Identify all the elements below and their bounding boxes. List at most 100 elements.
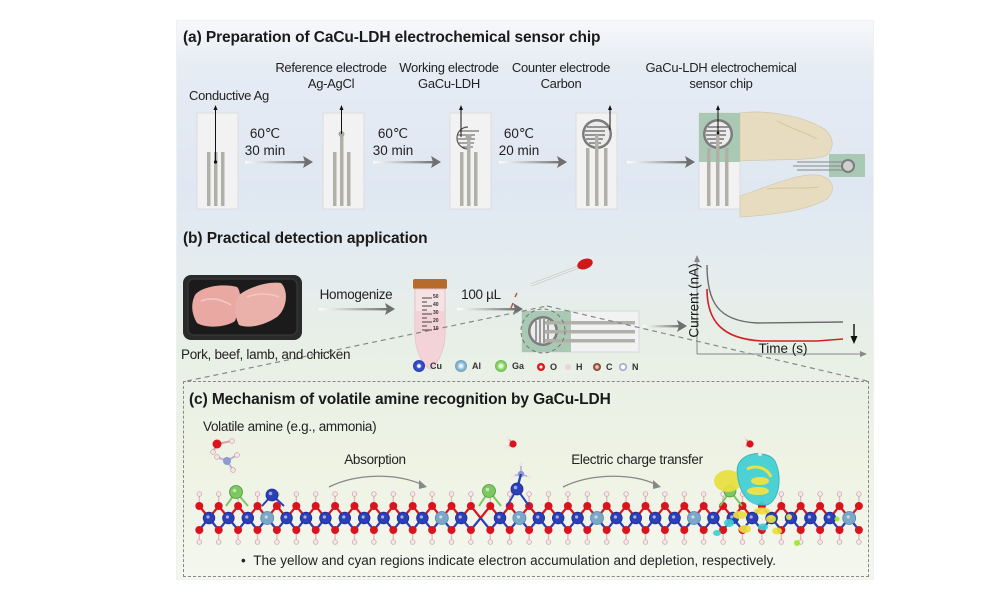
absorption-arrow [328, 475, 424, 488]
o-atom [466, 526, 475, 534]
chip-step-2 [322, 105, 365, 210]
water-molecule [505, 436, 517, 449]
arrow-step-4 [627, 156, 695, 168]
h-atom [468, 539, 474, 545]
label-line: Conductive Ag [189, 88, 269, 103]
absorption-arrowhead [419, 480, 427, 489]
legend-label: N [632, 362, 639, 372]
o-atom [428, 502, 437, 510]
atom-highlight [497, 515, 501, 519]
cu-atom-icon [413, 360, 425, 372]
arrow-step-2 [373, 156, 441, 168]
h-atom [856, 539, 862, 545]
o-atom-icon [537, 363, 545, 371]
atom-highlight [730, 515, 734, 519]
o-atom [214, 502, 223, 510]
tube-mark: 20 [433, 318, 439, 324]
legend-al: Al [455, 360, 481, 372]
label-conductive-ag: Conductive Ag [179, 88, 279, 104]
ga-atom-icon [495, 360, 507, 372]
o-atom [447, 502, 456, 510]
figure-panel: (a) Preparation of CaCu-LDH electrochemi… [176, 20, 874, 580]
step-2-condition: 60℃ 30 min [363, 125, 423, 159]
atom-highlight [594, 515, 598, 519]
h-atom [798, 491, 804, 497]
h-atom [817, 491, 823, 497]
o-atom [505, 526, 514, 534]
o-atom [777, 502, 786, 510]
legend-label: C [606, 362, 613, 372]
plot-xlabel: Time (s) [758, 341, 808, 356]
o-atom [234, 502, 243, 510]
o-atom [234, 526, 243, 534]
o-atom [311, 526, 320, 534]
volume-label: 100 µL [461, 287, 501, 302]
chip-step-4 [575, 105, 618, 210]
tube-mark: 50 [433, 294, 439, 300]
h-atom [332, 491, 338, 497]
decrease-arrowhead [850, 336, 858, 344]
h-atom [604, 539, 610, 545]
o-atom [719, 526, 728, 534]
h-atom [274, 539, 280, 545]
plot-series-before [706, 264, 844, 324]
h-atom [254, 491, 261, 497]
ammonia-molecule-adsorbed [511, 462, 531, 490]
atom-highlight [361, 515, 365, 519]
o-atom [195, 526, 204, 534]
o-atom [447, 526, 456, 534]
chip-step-1 [196, 105, 239, 210]
h-atom [681, 539, 687, 545]
h-atom [836, 491, 843, 497]
o-atom [389, 502, 398, 510]
atom-highlight [555, 515, 559, 519]
o-atom [796, 526, 805, 534]
o-atom [214, 526, 223, 534]
h-atom [817, 539, 823, 545]
h-atom [565, 491, 571, 497]
atom-highlight [513, 485, 518, 490]
legend-label: H [576, 362, 583, 372]
h-atom [565, 539, 571, 545]
bullet: • [241, 553, 246, 568]
tube-scale: 50 40 30 20 10 [433, 293, 439, 333]
o-atom [350, 526, 359, 534]
footnote: • The yellow and cyan regions indicate e… [241, 553, 776, 568]
legend-label: O [550, 362, 558, 372]
label-line: sensor chip [689, 76, 753, 91]
atom-highlight [206, 515, 210, 519]
h-atom [235, 539, 241, 545]
o-atom [816, 502, 825, 510]
atom-highlight [419, 515, 423, 519]
o-atom [350, 502, 359, 510]
mini-sensor-chip [793, 154, 865, 177]
current-time-plot [694, 255, 867, 357]
h-atom [778, 491, 784, 497]
h-atom [429, 539, 435, 545]
h-atom [526, 539, 532, 545]
o-atom [563, 526, 572, 534]
step-time: 30 min [244, 143, 286, 158]
step-1-condition: 60℃ 30 min [235, 125, 295, 159]
h-atom [410, 491, 416, 497]
panel-a-title: (a) Preparation of CaCu-LDH electrochemi… [183, 29, 601, 46]
absorption-label: Absorption [344, 452, 406, 467]
h-atom-icon [565, 364, 571, 370]
h-atom [216, 491, 222, 497]
step-3-condition: 60℃ 20 min [489, 125, 549, 159]
h-atom [371, 491, 377, 497]
arrow-step-3 [499, 156, 567, 168]
o-atom [486, 526, 495, 534]
ldh-lattice [195, 482, 863, 545]
h-atom [216, 539, 222, 545]
o-atom [602, 526, 611, 534]
o-atom [680, 526, 689, 534]
n-atom-icon [619, 363, 627, 371]
ga-adsorbed-atom [482, 484, 496, 498]
h-atom [701, 491, 707, 497]
step-time: 20 min [498, 143, 540, 158]
o-atom [253, 502, 262, 510]
o-atom [272, 526, 281, 534]
h-atom [332, 539, 338, 545]
h-atom [778, 539, 784, 545]
